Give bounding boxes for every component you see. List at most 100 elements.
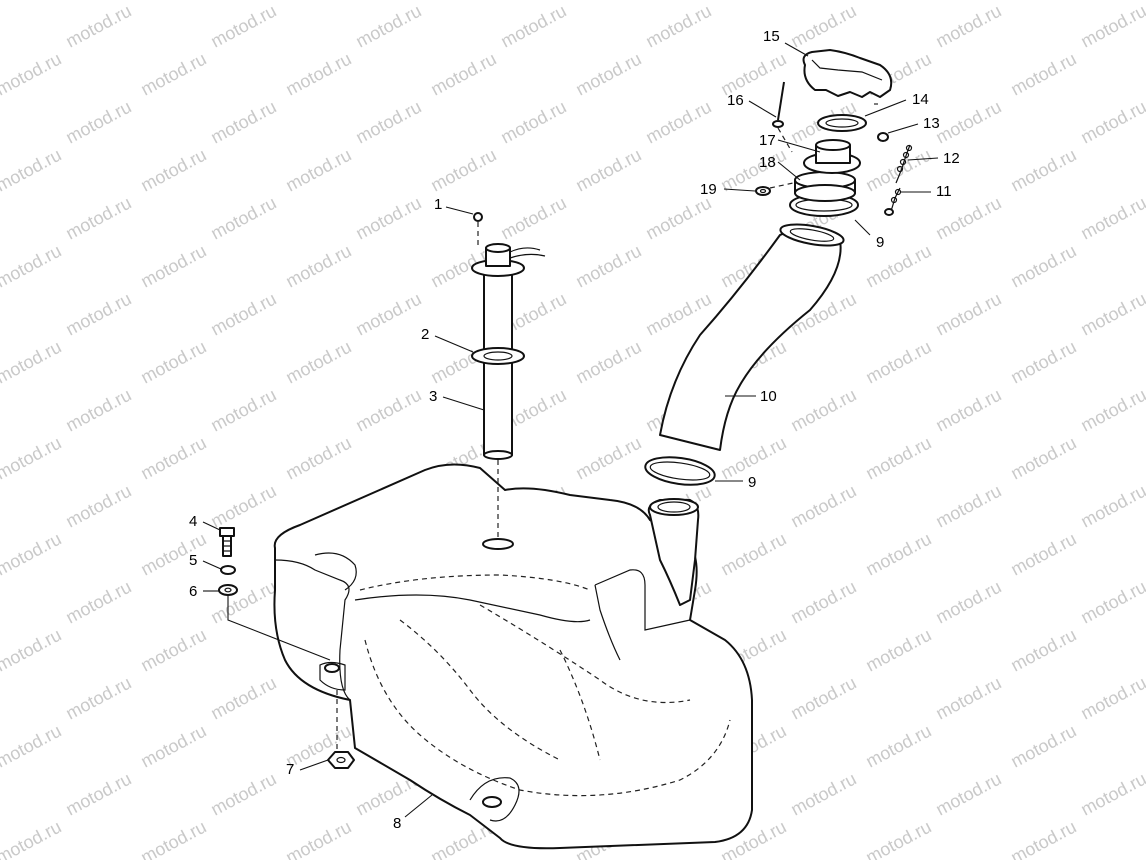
watermark-text: motod.ru <box>717 145 789 196</box>
watermark-text: motod.ru <box>62 289 134 340</box>
watermark-text: motod.ru <box>1077 1 1146 52</box>
watermark-text: motod.ru <box>137 49 209 100</box>
watermark-text: motod.ru <box>207 577 279 628</box>
cap-gasket <box>817 114 867 132</box>
watermark-text: motod.ru <box>137 145 209 196</box>
bolt <box>219 527 235 557</box>
watermark-text: motod.ru <box>282 0 354 4</box>
filler-neck-ring <box>803 139 861 174</box>
watermark-text: motod.ru <box>862 145 934 196</box>
callout-10: 10 <box>760 388 777 405</box>
watermark-text: motod.ru <box>282 145 354 196</box>
watermark-text: motod.ru <box>62 97 134 148</box>
watermark-text: motod.ru <box>932 289 1004 340</box>
watermark-text: motod.ru <box>427 145 499 196</box>
flat-washer <box>218 584 238 596</box>
watermark-text: motod.ru <box>642 1 714 52</box>
callout-7: 7 <box>286 761 294 778</box>
watermark-text: motod.ru <box>862 721 934 772</box>
callout-12: 12 <box>943 150 960 167</box>
watermark-text: motod.ru <box>207 1 279 52</box>
watermark-text: motod.ru <box>497 1 569 52</box>
watermark-text: motod.ru <box>207 385 279 436</box>
bolt-install-line <box>227 596 331 661</box>
watermark-text: motod.ru <box>1007 49 1079 100</box>
watermark-text: motod.ru <box>932 1 1004 52</box>
nut <box>327 690 355 769</box>
watermark-text: motod.ru <box>137 433 209 484</box>
callout-4: 4 <box>189 513 197 530</box>
sender-flange <box>471 243 546 277</box>
watermark-text: motod.ru <box>1077 289 1146 340</box>
watermark-text: motod.ru <box>207 673 279 724</box>
watermark-text: motod.ru <box>1007 145 1079 196</box>
watermark-text: motod.ru <box>0 529 65 580</box>
watermark-text: motod.ru <box>932 385 1004 436</box>
watermark-text: motod.ru <box>862 337 934 388</box>
watermark-text: motod.ru <box>572 0 644 4</box>
watermark-text: motod.ru <box>282 49 354 100</box>
small-screw <box>874 103 889 142</box>
watermark-text: motod.ru <box>642 97 714 148</box>
callout-8: 8 <box>393 815 401 832</box>
small-nut <box>755 182 794 196</box>
watermark-text: motod.ru <box>932 769 1004 820</box>
callout-2: 2 <box>421 326 429 343</box>
callout-15: 15 <box>763 28 780 45</box>
watermark-text: motod.ru <box>137 0 209 4</box>
fuel-cap <box>802 49 893 98</box>
watermark-text: motod.ru <box>0 721 65 772</box>
watermark-text: motod.ru <box>352 289 424 340</box>
watermark-text: motod.ru <box>0 625 65 676</box>
watermark-text: motod.ru <box>352 385 424 436</box>
callout-1: 1 <box>434 196 442 213</box>
watermark-text: motod.ru <box>1077 577 1146 628</box>
watermark-text: motod.ru <box>862 433 934 484</box>
watermark-text: motod.ru <box>862 0 934 4</box>
screw <box>473 212 483 245</box>
tether-screw <box>772 81 793 153</box>
callout-18: 18 <box>759 154 776 171</box>
watermark-text: motod.ru <box>787 385 859 436</box>
hose-clamp-lower <box>644 456 716 486</box>
flat-washer-hole <box>224 587 232 593</box>
watermark-text: motod.ru <box>1007 625 1079 676</box>
watermark-text: motod.ru <box>932 577 1004 628</box>
watermark-text: motod.ru <box>62 481 134 532</box>
watermark-text: motod.ru <box>572 241 644 292</box>
watermark-text: motod.ru <box>1007 721 1079 772</box>
watermark-text: motod.ru <box>0 433 65 484</box>
watermark-text: motod.ru <box>0 241 65 292</box>
watermark-text: motod.ru <box>717 529 789 580</box>
watermark-text: motod.ru <box>787 577 859 628</box>
watermark-text: motod.ru <box>497 97 569 148</box>
watermark-text: motod.ru <box>932 673 1004 724</box>
watermark-text: motod.ru <box>0 337 65 388</box>
watermark-text: motod.ru <box>0 0 65 4</box>
filler-neck-housing <box>794 171 856 202</box>
watermark-text: motod.ru <box>207 97 279 148</box>
watermark-text: motod.ru <box>572 337 644 388</box>
watermark-text: motod.ru <box>932 97 1004 148</box>
watermark-text: motod.ru <box>932 193 1004 244</box>
watermark-text: motod.ru <box>717 0 789 4</box>
watermark-text: motod.ru <box>137 817 209 860</box>
watermark-text: motod.ru <box>0 145 65 196</box>
sender-gasket-hole <box>483 351 513 361</box>
watermark-text: motod.ru <box>1007 0 1079 4</box>
callout-14: 14 <box>912 91 929 108</box>
watermark-text: motod.ru <box>862 817 934 860</box>
watermark-text: motod.ru <box>1007 529 1079 580</box>
watermark-text: motod.ru <box>787 1 859 52</box>
watermark-text: motod.ru <box>0 49 65 100</box>
watermark-text: motod.ru <box>207 769 279 820</box>
callout-9-upper: 9 <box>876 234 884 251</box>
cap-chain <box>895 144 913 184</box>
watermark-text: motod.ru <box>572 433 644 484</box>
callout-6: 6 <box>189 583 197 600</box>
watermark-text: motod.ru <box>862 241 934 292</box>
watermark-text: motod.ru <box>282 433 354 484</box>
watermark-text: motod.ru <box>207 481 279 532</box>
watermark-text: motod.ru <box>1077 97 1146 148</box>
